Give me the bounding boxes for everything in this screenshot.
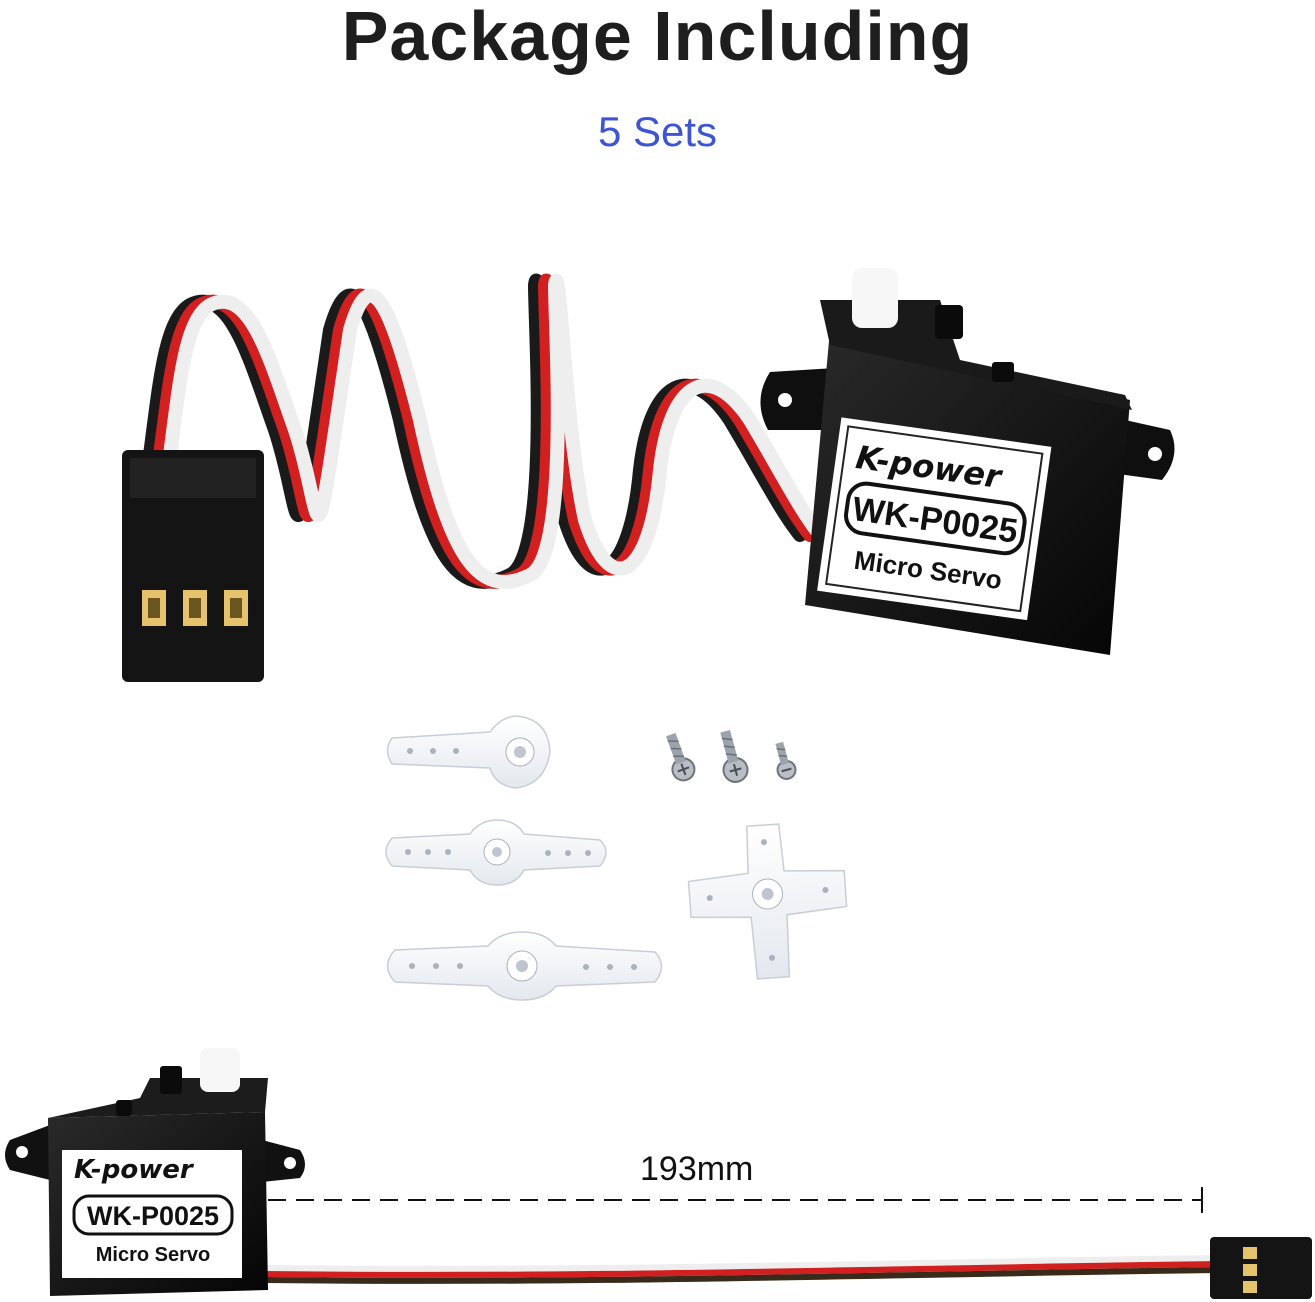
single-arm-horn bbox=[386, 715, 551, 789]
double-arm-horn-small bbox=[385, 819, 607, 886]
mounting-screws bbox=[666, 730, 797, 783]
brand-label-bottom: K-power bbox=[74, 1155, 195, 1185]
page-title: Package Including bbox=[341, 0, 974, 75]
servo-horns bbox=[385, 715, 848, 1001]
coiled-servo-cable bbox=[143, 273, 827, 589]
set-count: 5 Sets bbox=[597, 108, 718, 155]
dimension-line bbox=[268, 1187, 1203, 1213]
servo-bottom: K-power WK-P0025 Micro Servo bbox=[5, 1048, 1312, 1299]
double-arm-horn-large bbox=[386, 931, 663, 1001]
cable-length-label: 193mm bbox=[640, 1150, 754, 1188]
servo-top: K-power WK-P0025 Micro Servo bbox=[760, 268, 1175, 655]
cross-horn bbox=[687, 823, 848, 980]
type-label-bottom: Micro Servo bbox=[96, 1244, 210, 1266]
connector-plug-top bbox=[122, 450, 264, 682]
model-label-bottom: WK-P0025 bbox=[87, 1201, 219, 1231]
